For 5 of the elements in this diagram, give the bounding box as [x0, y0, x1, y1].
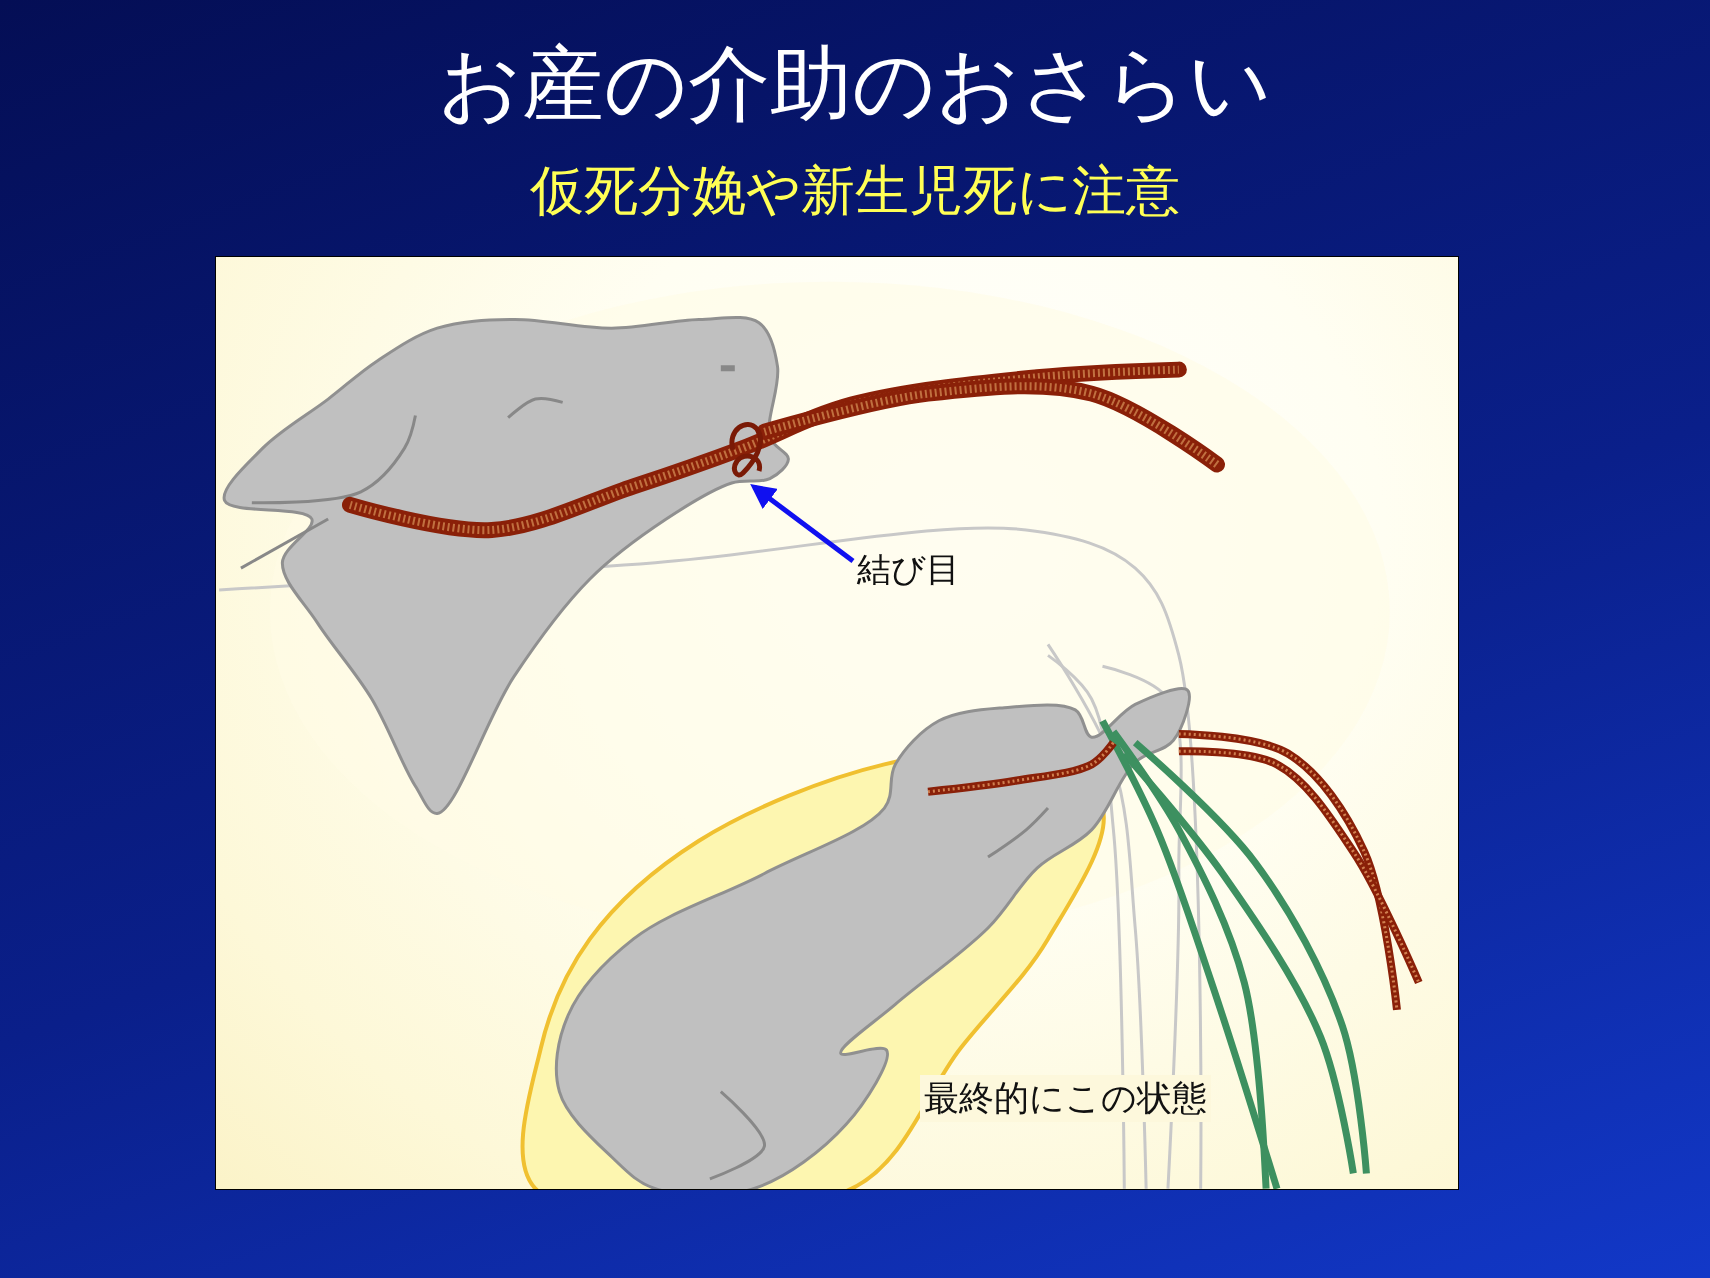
drawing-caption: 最終的にこの状態 [920, 1075, 1211, 1122]
callout-label: 結び目 [857, 547, 985, 591]
slide-subtitle: 仮死分娩や新生児死に注意 [529, 158, 1181, 224]
leader-arrow [750, 484, 855, 563]
slide-title: お産の介助のおさらい [437, 35, 1273, 133]
